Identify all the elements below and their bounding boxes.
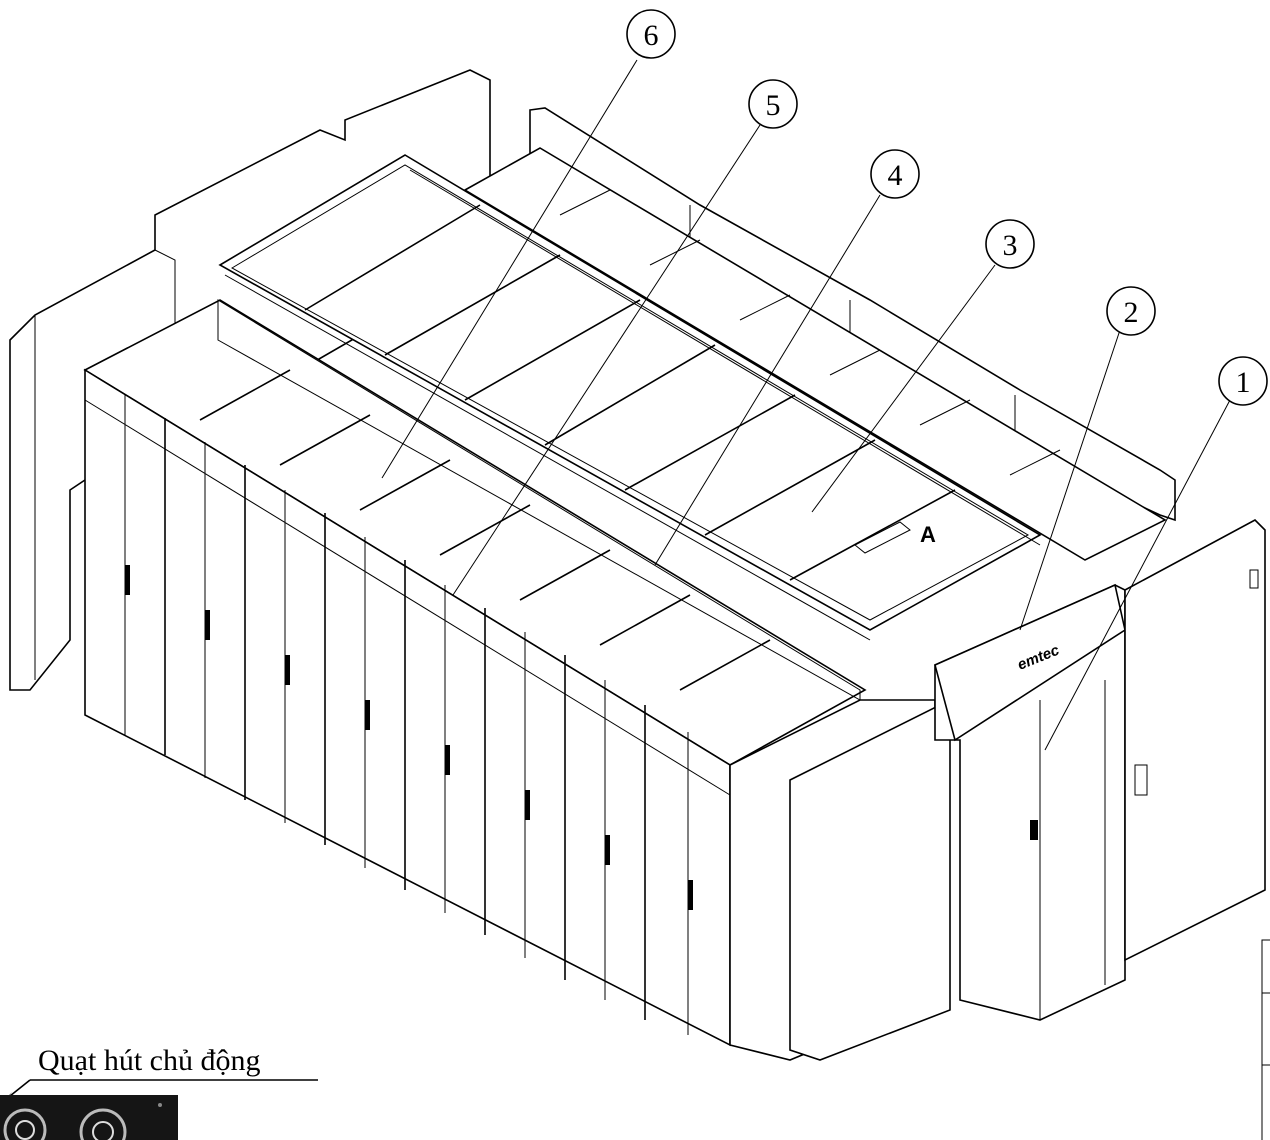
- back-row-tops: [463, 147, 1167, 561]
- callout-number: 2: [1124, 296, 1139, 329]
- section-marker-a: A: [920, 522, 936, 547]
- callout-number: 5: [766, 89, 781, 122]
- callout-number: 6: [644, 19, 659, 52]
- callout-number: 4: [888, 159, 903, 192]
- callout-5: 5: [748, 79, 798, 129]
- callout-6: 6: [626, 9, 676, 59]
- callout-number: 3: [1003, 229, 1018, 262]
- end-door-assembly: emtec: [729, 519, 1266, 1061]
- fan-photo: [0, 1095, 178, 1140]
- callout-1: 1: [1218, 356, 1268, 406]
- callout-2: 2: [1106, 286, 1156, 336]
- callout-leaders: [381, 59, 1231, 751]
- roof-frame: [218, 154, 1042, 641]
- callout-number: 1: [1236, 366, 1251, 399]
- fan-callout: Quạt hút chủ động: [0, 1044, 318, 1105]
- title-block-fragment: [1261, 939, 1270, 1140]
- fan-caption: Quạt hút chủ động: [38, 1044, 260, 1077]
- callout-3: 3: [985, 219, 1035, 269]
- callout-4: 4: [870, 149, 920, 199]
